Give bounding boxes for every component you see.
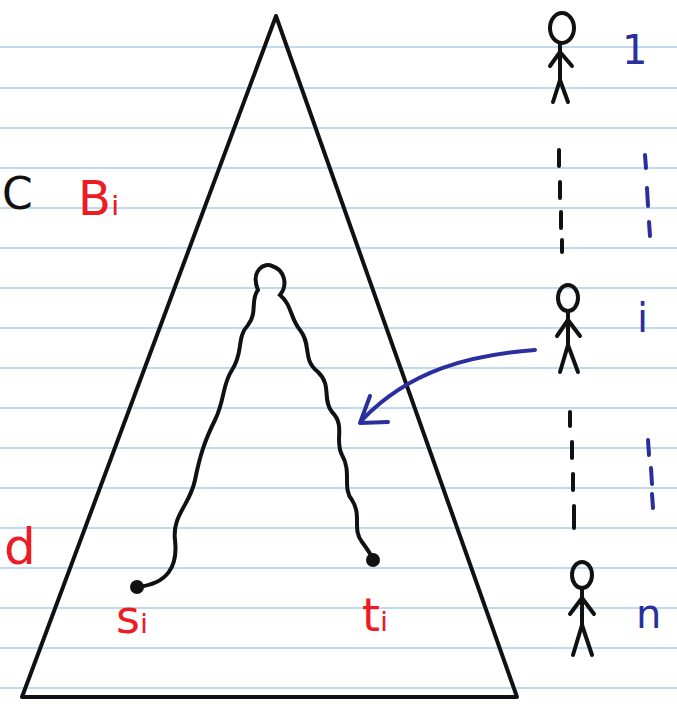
tree-name: Bᵢ (78, 174, 120, 222)
ruled-lines (0, 47, 677, 688)
wavy-path (137, 265, 373, 587)
stick-figure (557, 285, 580, 372)
tree-triangle (22, 16, 517, 697)
cut-letter: C (2, 172, 33, 216)
endpoint-dot (366, 553, 380, 567)
user-index: 1 (622, 30, 647, 70)
user-index: i (637, 298, 648, 338)
dashed-ellipsis (559, 150, 574, 528)
stick-figure (570, 562, 594, 655)
stick-figure (550, 13, 574, 102)
user-index: n (636, 594, 661, 634)
endpoint-dot (130, 580, 144, 594)
pointer-arrow (360, 350, 535, 423)
target-label: tᵢ (362, 592, 388, 638)
source-label: sᵢ (116, 594, 148, 640)
depth-label: d (4, 522, 36, 572)
